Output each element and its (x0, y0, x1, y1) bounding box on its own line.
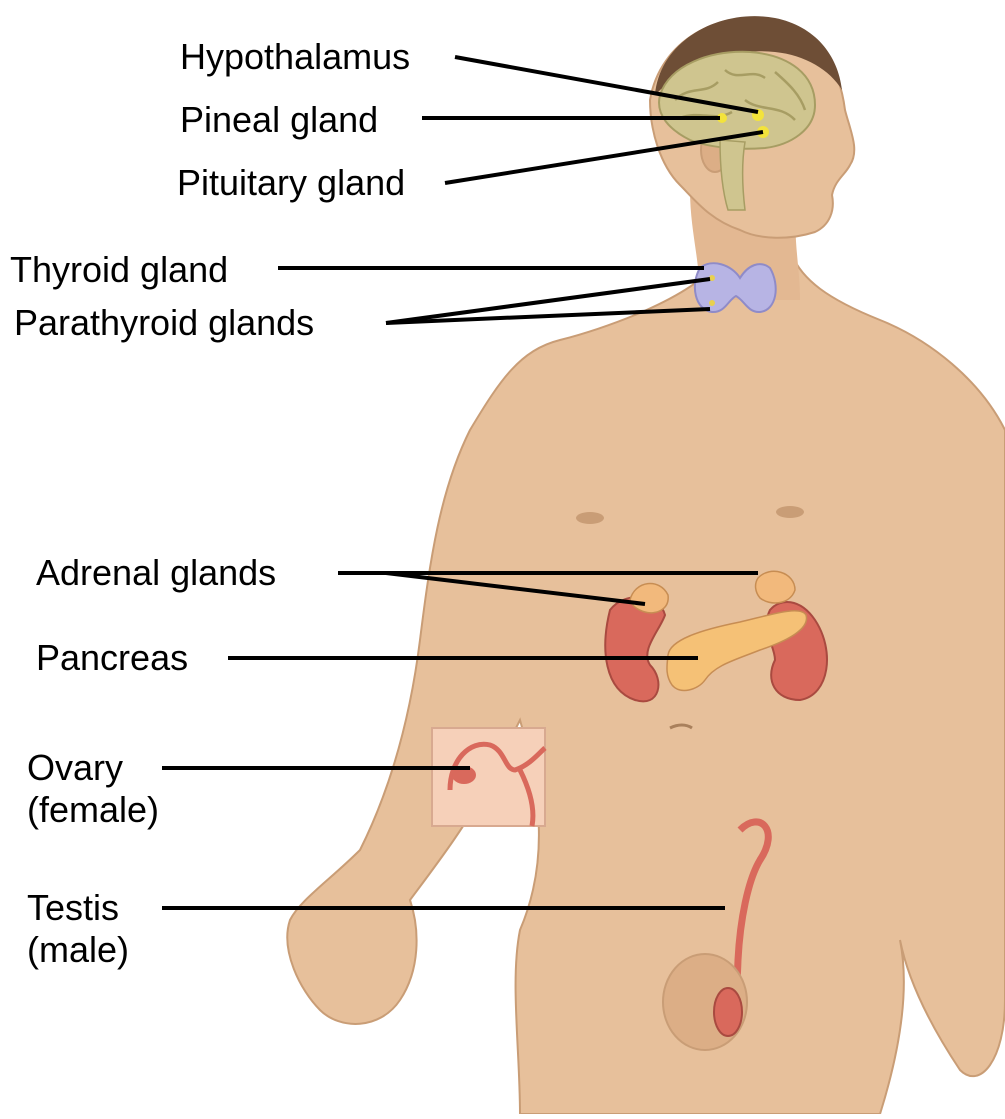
label-hypothalamus: Hypothalamus (180, 37, 410, 77)
testis-gland (714, 988, 742, 1036)
ovary-inset (432, 728, 545, 826)
parathyroid-dot-2 (709, 300, 715, 306)
label-testis-male: (male) (27, 930, 129, 970)
label-parathyroid-glands: Parathyroid glands (14, 303, 314, 343)
label-adrenal-glands: Adrenal glands (36, 553, 276, 593)
label-ovary: Ovary (27, 748, 123, 788)
label-testis: Testis (27, 888, 119, 928)
label-pituitary-gland: Pituitary gland (177, 163, 405, 203)
label-pineal-gland: Pineal gland (180, 100, 378, 140)
label-thyroid-gland: Thyroid gland (10, 250, 228, 290)
label-pancreas: Pancreas (36, 638, 188, 678)
right-adrenal (756, 571, 795, 603)
label-ovary-female: (female) (27, 790, 159, 830)
right-nipple (776, 506, 804, 518)
left-nipple (576, 512, 604, 524)
